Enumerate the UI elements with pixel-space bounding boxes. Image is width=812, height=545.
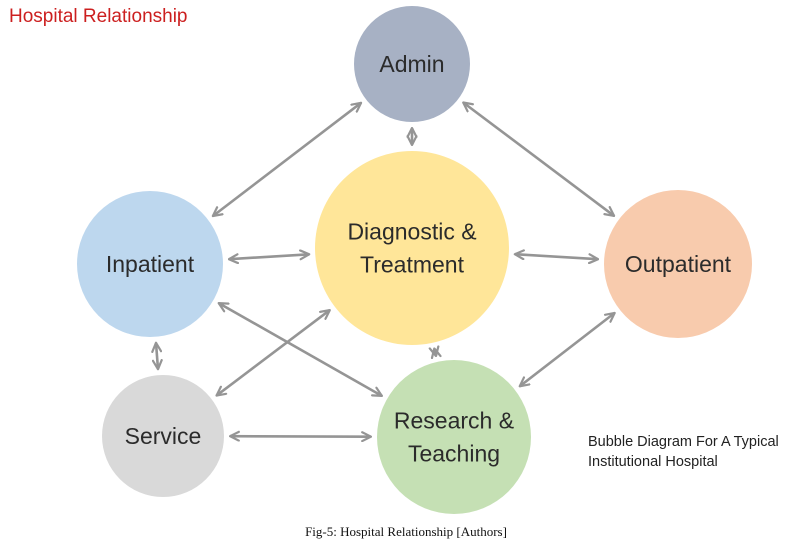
diagnostic-label-line-1: Diagnostic & <box>347 219 476 245</box>
node-outpatient: Outpatient <box>604 190 752 338</box>
outpatient-label-line-1: Outpatient <box>625 251 732 277</box>
research-bubble <box>377 360 531 514</box>
inpatient-bubble <box>77 191 223 337</box>
figure-caption: Fig-5: Hospital Relationship [Authors] <box>305 524 507 539</box>
inpatient-label-line-1: Inpatient <box>106 251 195 277</box>
arrow-admin-inpatient <box>211 101 363 218</box>
arrow-diagnostic-research <box>428 345 442 360</box>
arrow-inpatient-diagnostic <box>227 249 311 265</box>
node-research: Research & Teaching <box>377 360 531 514</box>
arrow-admin-outpatient <box>462 101 616 217</box>
arrow-inpatient-service <box>151 341 163 371</box>
arrow-outpatient-research <box>518 311 616 388</box>
relationship-arrows <box>151 101 616 443</box>
diagram-note: Bubble Diagram For A Typical Institution… <box>588 432 779 472</box>
arrow-diagnostic-outpatient <box>513 249 600 265</box>
research-label-line-1: Research & <box>394 408 514 434</box>
research-label-line-2: Teaching <box>408 441 500 467</box>
admin-label-line-1: Admin <box>379 51 444 77</box>
node-inpatient: Inpatient <box>77 191 223 337</box>
note-line-1: Bubble Diagram For A Typical <box>588 434 779 450</box>
node-diagnostic: Diagnostic & Treatment <box>315 151 509 345</box>
arrow-service-diagnostic <box>215 309 331 397</box>
node-service: Service <box>102 375 224 497</box>
admin-bubble <box>354 6 470 122</box>
note-line-2: Institutional Hospital <box>588 454 718 470</box>
service-bubble <box>102 375 224 497</box>
diagram-title: Hospital Relationship <box>9 6 188 27</box>
outpatient-bubble <box>604 190 752 338</box>
node-admin: Admin <box>354 6 470 122</box>
diagnostic-bubble <box>315 151 509 345</box>
diagnostic-label-line-2: Treatment <box>360 252 465 278</box>
arrow-service-research <box>228 430 373 443</box>
service-label-line-1: Service <box>125 423 202 449</box>
